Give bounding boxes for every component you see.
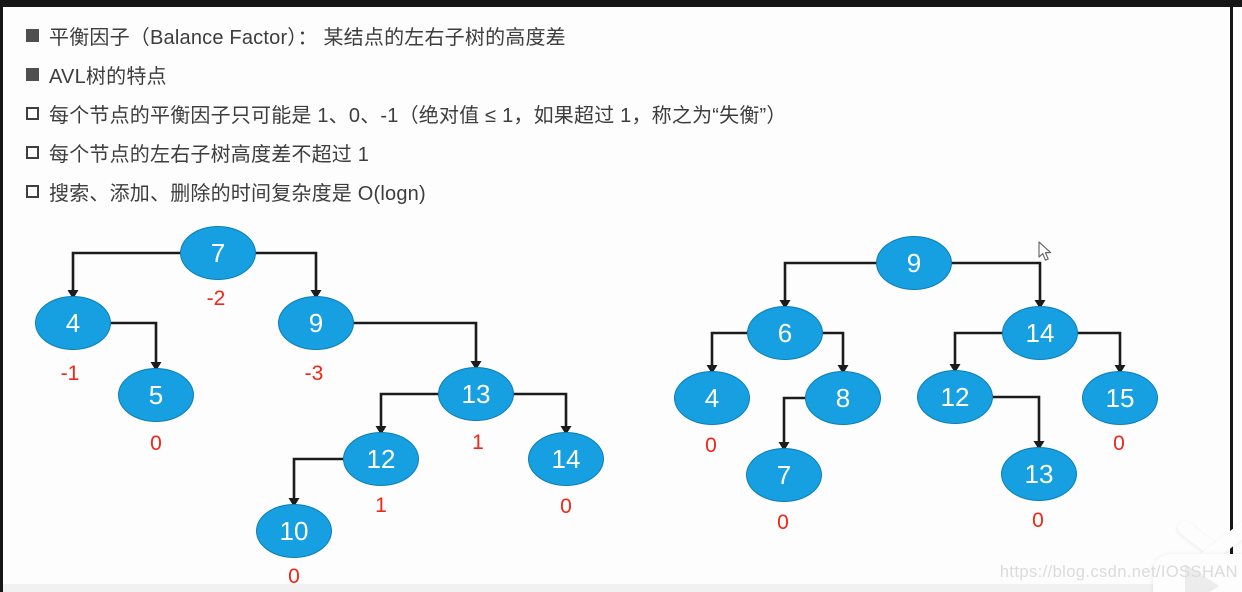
letterbox-left xyxy=(0,0,3,592)
bullet-item: 搜索、添加、删除的时间复杂度是 O(logn) xyxy=(26,172,787,211)
arrowhead-icon xyxy=(150,362,162,371)
bullet-list: 平衡因子（Balance Factor）： 某结点的左右子树的高度差 AVL树的特… xyxy=(26,16,787,211)
tree-edge xyxy=(109,321,158,363)
tree-edge xyxy=(782,396,807,443)
arrowhead-icon xyxy=(1033,441,1045,450)
tree-edge xyxy=(950,261,1042,301)
arrowhead-icon xyxy=(1034,300,1046,309)
tree-edge xyxy=(1076,331,1122,366)
unbalanced-tree-node-7: 7 xyxy=(180,226,256,280)
tree-edge xyxy=(953,331,1004,365)
bullet-item: 每个节点的平衡因子只可能是 1、0、-1（绝对值 ≤ 1，如果超过 1，称之为“… xyxy=(26,94,787,133)
arrowhead-icon xyxy=(67,290,79,299)
letterbox-top xyxy=(0,0,1242,7)
unbalanced-tree-node-9: 9 xyxy=(278,296,354,350)
tree-edge xyxy=(783,261,878,301)
bullet-marker-filled-icon xyxy=(26,29,39,42)
balance-factor-label: 0 xyxy=(560,495,572,518)
tree-edge xyxy=(71,251,182,291)
tree-edge xyxy=(379,392,440,427)
tree-edge xyxy=(710,331,749,366)
arrowhead-icon xyxy=(470,361,482,370)
unbalanced-tree-node-14: 14 xyxy=(528,432,604,486)
balanced-tree-node-4: 4 xyxy=(674,371,750,425)
bullet-marker-hollow-icon xyxy=(26,146,39,159)
tree-edge xyxy=(821,331,845,366)
mouse-cursor-icon xyxy=(1038,241,1052,261)
arrowhead-icon xyxy=(560,426,572,435)
arrowhead-icon xyxy=(837,365,849,374)
arrowhead-icon xyxy=(288,498,300,507)
arrowhead-icon xyxy=(310,290,322,299)
unbalanced-tree-node-13: 13 xyxy=(438,367,514,421)
tree-edge xyxy=(991,395,1041,442)
balanced-tree-node-12: 12 xyxy=(917,370,993,424)
balance-factor-label: 0 xyxy=(1032,509,1044,532)
balance-factor-label: 0 xyxy=(705,434,717,457)
bullet-marker-hollow-icon xyxy=(26,107,39,120)
tree-edge xyxy=(292,457,345,499)
balance-factor-label: 0 xyxy=(1113,432,1125,455)
bullet-text: 每个节点的左右子树高度差不超过 1 xyxy=(49,144,370,166)
unbalanced-tree-node-10: 10 xyxy=(256,504,332,558)
balanced-tree-node-9: 9 xyxy=(876,236,952,290)
bullet-text: 搜索、添加、删除的时间复杂度是 O(logn) xyxy=(49,183,426,205)
bullet-text: AVL树的特点 xyxy=(49,66,167,88)
letterbox-bottom xyxy=(3,584,1230,592)
balance-factor-label: -1 xyxy=(60,362,80,385)
tree-edge xyxy=(254,251,318,291)
arrowhead-icon xyxy=(949,364,961,373)
balanced-tree-node-13: 13 xyxy=(1001,447,1077,501)
letterbox-right xyxy=(1230,7,1233,592)
balanced-tree-node-14: 14 xyxy=(1002,306,1078,360)
bullet-text: 每个节点的平衡因子只可能是 1、0、-1（绝对值 ≤ 1，如果超过 1，称之为“… xyxy=(49,105,787,127)
unbalanced-tree-node-5: 5 xyxy=(118,368,194,422)
bullet-text: 平衡因子（Balance Factor）： 某结点的左右子树的高度差 xyxy=(49,27,566,49)
balanced-tree-node-6: 6 xyxy=(747,306,823,360)
arrowhead-icon xyxy=(779,300,791,309)
balance-factor-label: -3 xyxy=(304,362,324,385)
bullet-marker-filled-icon xyxy=(26,68,39,81)
balanced-tree-node-7: 7 xyxy=(746,448,822,502)
balance-factor-label: 1 xyxy=(375,494,387,517)
arrowhead-icon xyxy=(1114,365,1126,374)
watermark-url: https://blog.csdn.net/IOSSHAN xyxy=(999,563,1238,581)
arrowhead-icon xyxy=(375,426,387,435)
bullet-item: 每个节点的左右子树高度差不超过 1 xyxy=(26,133,787,172)
balance-factor-label: -2 xyxy=(206,287,226,310)
balance-factor-label: 0 xyxy=(777,511,789,534)
arrowhead-icon xyxy=(778,442,790,451)
unbalanced-tree-node-4: 4 xyxy=(35,296,111,350)
balance-factor-label: 1 xyxy=(472,431,484,454)
bullet-marker-hollow-icon xyxy=(26,185,39,198)
bullet-item: AVL树的特点 xyxy=(26,55,787,94)
csdn-tv-logo-icon xyxy=(1145,518,1242,592)
logo-play-icon xyxy=(1185,564,1219,592)
arrowhead-icon xyxy=(706,365,718,374)
unbalanced-tree-node-12: 12 xyxy=(343,432,419,486)
tree-edge xyxy=(352,321,478,362)
balance-factor-label: 0 xyxy=(150,432,162,455)
bullet-item: 平衡因子（Balance Factor）： 某结点的左右子树的高度差 xyxy=(26,16,787,55)
tree-edge xyxy=(512,392,568,427)
balanced-tree-node-15: 15 xyxy=(1082,371,1158,425)
balanced-tree-node-8: 8 xyxy=(805,371,881,425)
balance-factor-label: 0 xyxy=(288,565,300,588)
